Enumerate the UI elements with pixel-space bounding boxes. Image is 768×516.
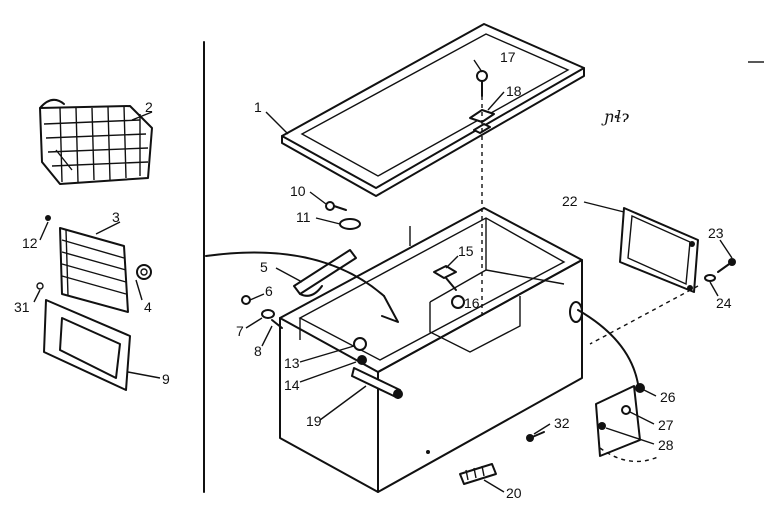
margin-scribble: ɲɬɂ — [601, 107, 630, 126]
freezer-cabinet — [279, 207, 583, 493]
callout-1: 1 — [254, 99, 262, 115]
callout-7: 7 — [236, 323, 244, 339]
hinge-arm — [293, 249, 357, 297]
cord-lead — [577, 309, 639, 385]
callout-18: 18 — [506, 83, 522, 99]
lid — [281, 23, 585, 197]
washer-7 — [261, 309, 275, 319]
panel-screw — [717, 258, 736, 273]
cord-bushing — [635, 383, 645, 393]
hinge-screw — [325, 201, 347, 211]
callout-13: 13 — [284, 355, 300, 371]
callout-2: 2 — [145, 99, 153, 115]
grill-clip — [136, 264, 152, 280]
bracket-screw — [621, 405, 631, 415]
callout-12: 12 — [22, 235, 38, 251]
callout-10: 10 — [290, 183, 306, 199]
callout-22: 22 — [562, 193, 578, 209]
wire-lead — [205, 251, 385, 297]
callout-6: 6 — [265, 283, 273, 299]
callout-32: 32 — [554, 415, 570, 431]
callout-27: 27 — [658, 417, 674, 433]
callout-31: 31 — [14, 299, 30, 315]
callout-26: 26 — [660, 389, 676, 405]
storage-basket — [39, 98, 153, 185]
callout-16: 16 — [464, 295, 480, 311]
drain-plug — [459, 463, 497, 485]
arrow-head — [381, 295, 399, 323]
grill-pin — [36, 282, 44, 290]
nut-6 — [241, 295, 251, 305]
panel-axis — [589, 285, 699, 345]
panel-spacer — [704, 274, 716, 282]
callout-9: 9 — [162, 371, 170, 387]
callout-17: 17 — [500, 49, 516, 65]
callout-24: 24 — [716, 295, 732, 311]
callout-23: 23 — [708, 225, 724, 241]
callout-19: 19 — [306, 413, 322, 429]
callout-3: 3 — [112, 209, 120, 225]
callout-5: 5 — [260, 259, 268, 275]
bolt-8 — [271, 319, 283, 329]
bracket-motion — [599, 447, 661, 463]
callout-14: 14 — [284, 377, 300, 393]
retainer-pin — [45, 215, 51, 221]
breaker-strip-frame — [43, 299, 131, 391]
hinge-washer — [339, 218, 361, 230]
lid-handle — [351, 367, 403, 399]
callout-4: 4 — [144, 299, 152, 315]
callout-15: 15 — [458, 243, 474, 259]
mounting-bracket — [595, 385, 641, 457]
callout-8: 8 — [254, 343, 262, 359]
latch-screw — [353, 337, 367, 351]
callout-11: 11 — [296, 209, 311, 225]
thermostat-control — [433, 265, 465, 309]
lid-screw — [476, 70, 488, 97]
bracket-clip — [598, 422, 606, 430]
access-panel — [619, 207, 699, 293]
divider-panel — [59, 227, 129, 313]
callout-28: 28 — [658, 437, 674, 453]
callout-20: 20 — [506, 485, 522, 501]
drain-bolt — [526, 431, 545, 442]
leader-lines — [33, 59, 733, 493]
latch-pivot — [357, 355, 367, 365]
